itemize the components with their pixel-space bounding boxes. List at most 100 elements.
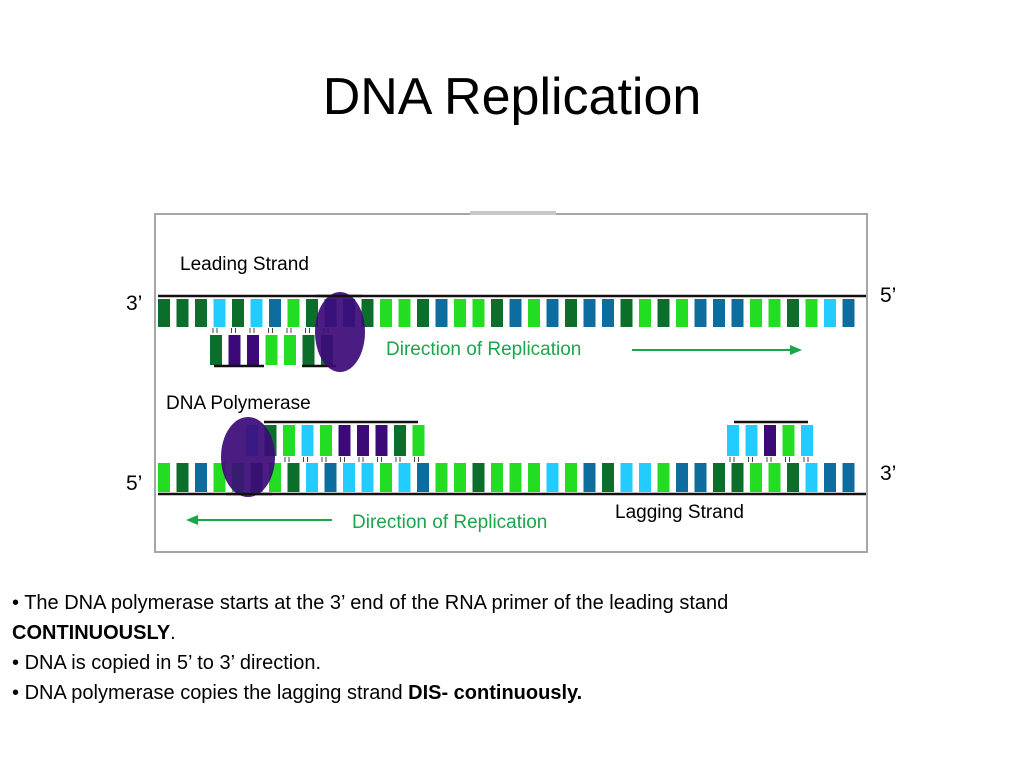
base-pair — [528, 299, 540, 327]
base-pair — [713, 299, 725, 327]
base-pair — [768, 299, 781, 327]
bullet-item-3: • DNA polymerase copies the lagging stra… — [12, 678, 1012, 708]
base-pair — [306, 299, 318, 327]
base-pair — [380, 299, 392, 327]
leading-strand-label: Leading Strand — [180, 254, 309, 275]
new-base — [320, 425, 332, 456]
base-pair — [472, 463, 485, 492]
new-base — [338, 425, 351, 456]
lagging-strand-label: Lagging Strand — [615, 502, 744, 523]
bullet-text: DNA polymerase copies the lagging strand — [19, 682, 409, 704]
direction-of-replication-bottom: Direction of Replication — [352, 512, 548, 533]
base-pair — [454, 463, 466, 492]
base-pair — [639, 463, 651, 492]
new-base — [302, 335, 315, 365]
bullet-text: DNA is copied in 5’ to 3’ direction. — [19, 652, 322, 674]
bullet-text: The DNA polymerase starts at the 3’ end … — [19, 592, 729, 614]
bullet-mark: • — [12, 592, 20, 614]
bullet-bold-text: CONTINUOUSLY — [12, 622, 171, 644]
base-pair — [287, 463, 300, 492]
end-label-top-right: 5’ — [880, 284, 897, 307]
new-base — [284, 335, 296, 365]
base-pair — [435, 463, 448, 492]
base-pair — [417, 299, 429, 327]
base-pair — [676, 299, 688, 327]
end-label-bottom-right: 3’ — [880, 462, 897, 485]
base-pair — [343, 463, 355, 492]
base-pair — [583, 463, 596, 492]
new-base — [764, 425, 776, 456]
base-pair — [639, 299, 651, 327]
base-pair — [676, 463, 688, 492]
base-pair — [213, 299, 226, 327]
arrow-left — [186, 515, 332, 525]
base-pair — [306, 463, 318, 492]
base-pair — [620, 299, 633, 327]
base-pair — [842, 463, 855, 492]
diagram-frame — [154, 213, 868, 553]
base-pair — [546, 463, 559, 492]
base-pair — [269, 299, 281, 327]
frame-tab — [470, 211, 556, 215]
base-pair — [805, 299, 818, 327]
new-base — [265, 335, 278, 365]
new-base — [782, 425, 795, 456]
new-base — [210, 335, 222, 365]
base-pair — [694, 299, 707, 327]
bullet-bold-text: DIS- continuously. — [408, 682, 583, 704]
bullet-mark: • — [12, 652, 20, 674]
end-label-bottom-left: 5’ — [126, 472, 143, 495]
base-pair — [805, 463, 818, 492]
base-pair — [454, 299, 466, 327]
base-pair — [176, 299, 189, 327]
base-pair — [491, 299, 503, 327]
base-pair — [232, 299, 244, 327]
base-pair — [250, 299, 263, 327]
base-pair — [731, 463, 744, 492]
base-pair — [195, 463, 207, 492]
base-pair — [509, 463, 522, 492]
base-pair — [750, 299, 762, 327]
new-base — [412, 425, 425, 456]
new-base — [283, 425, 295, 456]
base-pair — [602, 299, 614, 327]
arrow-right — [632, 345, 802, 355]
base-pair — [824, 463, 836, 492]
page-title: DNA Replication — [322, 68, 702, 126]
base-pair — [509, 299, 522, 327]
base-pair — [750, 463, 762, 492]
new-base — [375, 425, 388, 456]
bullet-item-2: • DNA is copied in 5’ to 3’ direction. — [12, 648, 1012, 678]
base-pair — [158, 299, 170, 327]
bullet-list: • The DNA polymerase starts at the 3’ en… — [12, 588, 1012, 708]
base-pair — [417, 463, 429, 492]
base-pair — [472, 299, 485, 327]
base-pair — [694, 463, 707, 492]
base-pair — [565, 299, 577, 327]
new-base — [357, 425, 369, 456]
base-pair — [583, 299, 596, 327]
base-pair — [398, 299, 411, 327]
base-pair — [787, 299, 799, 327]
direction-of-replication-top: Direction of Replication — [386, 339, 582, 360]
bullet-item-1: • The DNA polymerase starts at the 3’ en… — [12, 588, 1012, 648]
base-pair — [361, 299, 374, 327]
new-base — [228, 335, 241, 365]
base-pair — [731, 299, 744, 327]
base-pair — [287, 299, 300, 327]
base-pair — [842, 299, 855, 327]
new-base — [301, 425, 314, 456]
base-pair — [176, 463, 189, 492]
base-pair — [620, 463, 633, 492]
base-pair — [565, 463, 577, 492]
base-pair — [528, 463, 540, 492]
base-pair — [398, 463, 411, 492]
bullet-after-text: . — [170, 622, 176, 644]
base-pair — [768, 463, 781, 492]
dna-polymerase-label: DNA Polymerase — [166, 393, 311, 414]
new-base — [727, 425, 739, 456]
base-pair — [657, 463, 670, 492]
base-pair — [824, 299, 836, 327]
base-pair — [787, 463, 799, 492]
